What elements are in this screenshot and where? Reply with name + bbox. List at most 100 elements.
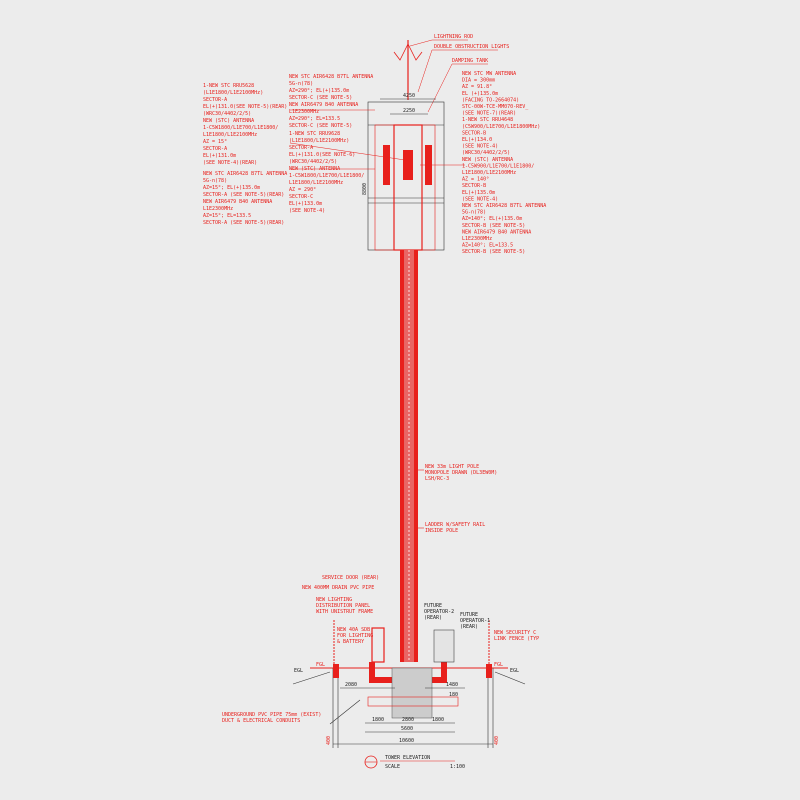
label-right-line: SECTOR-B (SEE NOTE-5)	[462, 249, 525, 255]
label-mid-middle-line: (L1E1800/L1E2100MHz)	[289, 138, 349, 144]
lightning-rod-label: LIGHTNING ROD	[434, 34, 473, 40]
label-right-line: NEW (STC) ANTENNA	[462, 157, 513, 163]
label-mid-upper-line: NEW STC AIR6428 B7TL ANTENNA	[289, 74, 373, 80]
label-service-door-line: SERVICE DOOR (REAR)	[322, 575, 379, 581]
label-left-upper-line: 1-C5W1800/L1E700/L1E1800/	[203, 125, 278, 131]
label-left-upper-line: 1-NEW STC RRU5628	[203, 83, 254, 89]
label-right-line: EL(+)135.0m	[462, 190, 495, 196]
fgl-right-label: FGL	[494, 662, 503, 668]
label-right-line: (SEE NOTE-4)	[462, 144, 498, 150]
label-sdb-line: NEW 40A SDB	[337, 627, 370, 633]
dimension-pad-b: 2800	[402, 717, 414, 723]
label-mid-upper-line: AZ=290°; EL=133.5	[289, 116, 340, 122]
label-left-lower-line: L1E2300MHz	[203, 206, 233, 212]
label-mid-middle-line: EL(+)131.0(SEE NOTE-6)	[289, 152, 355, 158]
scale-value: 1:100	[450, 764, 465, 770]
label-left-upper-line: SECTOR-A	[203, 146, 227, 152]
label-left-upper-line: L1E1800/L1E2100MHz	[203, 132, 257, 138]
label-left-lower-line: 5G-n(78)	[203, 178, 227, 184]
label-right-line: SECTOR-B	[462, 183, 486, 189]
label-left-lower-line: NEW AIR6479 B40 ANTENNA	[203, 199, 272, 205]
label-mid-upper-line: AZ=290°; EL(+)135.0m	[289, 88, 349, 94]
label-mid-upper-line: NEW AIR6479 B40 ANTENNA	[289, 102, 358, 108]
label-right-line: EL (+)135.0m	[462, 91, 498, 97]
label-drain-line: NEW 400MM DRAIN PVC PIPE	[302, 585, 374, 591]
label-right-line: L1E2300MHz	[462, 236, 492, 242]
label-left-lower-line: AZ=15°; EL(+)135.0m	[203, 185, 260, 191]
label-fence-line: LINK FENCE (TYP	[494, 636, 539, 642]
label-right-line: (WRC30/4402/2/5)	[462, 150, 510, 156]
dimension-frame-height: 8800	[362, 183, 368, 195]
label-left-upper-line: (L1E1800/L1E2100MHz)	[203, 90, 263, 96]
label-mid-upper-line: 5G-n(78)	[289, 81, 313, 87]
fgl-left-label: FGL	[316, 662, 325, 668]
label-right-line: (C5W900/L1E700/L1E1800MHz)	[462, 124, 540, 130]
label-right-line: AZ=140°; EL(+)135.0m	[462, 216, 522, 222]
label-left-lower-line: NEW STC AIR6428 B7TL ANTENNA	[203, 171, 287, 177]
label-right-line: AZ=140°; EL=133.5	[462, 243, 513, 249]
label-lighting-panel-line: WITH UNISTRUT FRAME	[316, 609, 373, 615]
label-mid-upper-line: L1E2300MHz	[289, 109, 319, 115]
dimension-frame-width: 2250	[403, 108, 415, 114]
dimension-fence-left: 400	[326, 736, 332, 745]
label-left-lower-line: AZ=15°; EL=133.5	[203, 213, 251, 219]
label-right-line: SECTOR-B	[462, 130, 486, 136]
damping-tank-label: DAMPING TANK	[452, 58, 488, 64]
label-mid-lower-line: (WRC30/4402/2/5)	[289, 159, 337, 165]
label-right-line: NEW AIR6479 B40 ANTENNA	[462, 229, 531, 235]
lightning-rod	[393, 39, 498, 113]
label-right-line: 1-C5W900/L1E700/L1E1800/	[462, 163, 534, 169]
label-right-line: AZ = 140°	[462, 177, 489, 183]
dimension-overall: 10600	[399, 738, 414, 744]
label-underground-line: UNDERGROUND PVC PIPE 75mm (EXIST)	[222, 712, 321, 718]
label-mid-lower-line: NEW (STC) ANTENNA	[289, 166, 340, 172]
dimension-fence-right: 400	[494, 736, 500, 745]
dimension-pad-c: 1800	[432, 717, 444, 723]
label-right-line: NEW STC MW ANTENNA	[462, 71, 516, 77]
label-lighting-panel-line: DISTRIBUTION PANEL	[316, 603, 370, 609]
label-pole-line: NEW 33m LIGHT POLE	[425, 464, 479, 470]
label-right-line: L1E1800/L1E2100MHz	[462, 170, 516, 176]
label-mid-middle-line: 1-NEW STC RRU9628	[289, 131, 340, 137]
label-right-line: STC-00W-TCE-MM070-REV_	[462, 104, 529, 110]
label-future-1-line: OPERATOR-1	[460, 618, 490, 624]
label-left-upper-line: (SEE NOTE-4)(REAR)	[203, 160, 257, 166]
dimension-right-offset: 1480	[446, 682, 458, 688]
scale-label: SCALE	[385, 764, 400, 770]
label-ladder-line: INSIDE POLE	[425, 528, 458, 534]
label-sdb-line: FOR LIGHTING	[337, 633, 373, 639]
obstruction-lights-label: DOUBLE OBSTRUCTION LIGHTS	[434, 44, 509, 50]
label-mid-lower-line: EL(+)133.0m	[289, 201, 322, 207]
label-right-line: EL(+)134.0	[462, 137, 492, 143]
label-future-2-line: (REAR)	[424, 615, 442, 621]
label-mid-lower-line: AZ = 290°	[289, 187, 316, 193]
label-mid-middle-line: SECTOR-A	[289, 145, 313, 151]
label-future-1-line: FUTURE	[460, 612, 478, 618]
label-right-line: AZ = 91.8°	[462, 84, 492, 90]
dimension-top-width: 4250	[403, 93, 415, 99]
label-mid-upper-line: SECTOR-C (SEE NOTE-5)	[289, 123, 352, 129]
annotation-labels: 1-NEW STC RRU5628(L1E1800/L1E2100MHz)SEC…	[203, 34, 546, 770]
monopole	[400, 250, 424, 662]
label-sdb-line: & BATTERY	[337, 639, 364, 645]
label-left-upper-line: NEW (STC) ANTENNA	[203, 118, 254, 124]
foundation	[292, 620, 526, 769]
label-right-line: (FACING TO-2664074)	[462, 97, 519, 103]
label-right-line: DIA = 300mm	[462, 78, 495, 84]
label-lighting-panel-line: NEW LIGHTING	[316, 597, 352, 603]
label-left-upper-line: AZ = 15°	[203, 139, 227, 145]
label-future-1-line: (REAR)	[460, 624, 478, 630]
dimension-pad-a: 1800	[372, 717, 384, 723]
label-right-line: NEW STC AIR6428 B7TL ANTENNA	[462, 203, 546, 209]
egl-right-label: EGL	[510, 668, 519, 674]
label-mid-lower-line: L1E1800/L1E2100MHz	[289, 180, 343, 186]
label-right-line: 1-NEW STC RRU4648	[462, 117, 513, 123]
label-left-lower-line: SECTOR-A (SEE NOTE-5)(REAR)	[203, 220, 284, 226]
label-pole-line: MONOPOLE DRAWN (DL3EW0M)	[425, 470, 497, 476]
dimension-left-offset: 2080	[345, 682, 357, 688]
label-underground-line: DUCT & ELECTRICAL CONDUITS	[222, 718, 300, 724]
label-mid-upper-line: SECTOR-C (SEE NOTE-5)	[289, 95, 352, 101]
dimension-pad-total: 5600	[401, 726, 413, 732]
